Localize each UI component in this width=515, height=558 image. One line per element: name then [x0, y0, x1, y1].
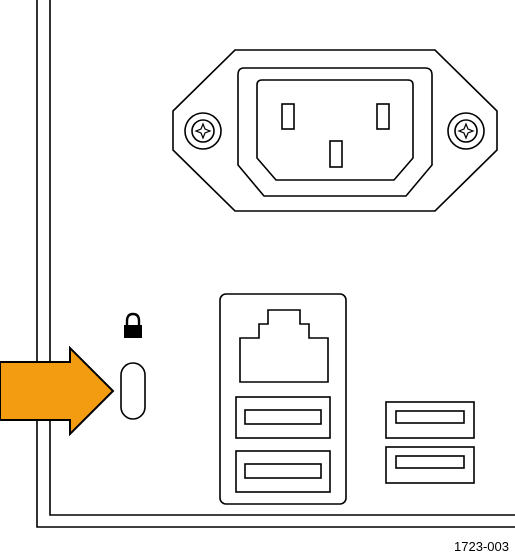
- usb-port[interactable]: [235, 396, 331, 439]
- usb-port[interactable]: [385, 401, 475, 439]
- usb-port[interactable]: [235, 450, 331, 493]
- security-lock-slot[interactable]: [120, 362, 146, 420]
- inner-panel-edge: [49, 0, 515, 516]
- io-port-block: [219, 293, 347, 505]
- star-screw-icon: [184, 112, 222, 150]
- power-pin-right: [376, 103, 390, 130]
- ac-power-inlet: [172, 49, 498, 212]
- callout-arrow: [0, 345, 115, 437]
- power-inlet-socket-outer: [237, 67, 433, 197]
- power-pin-ground: [329, 140, 343, 168]
- ethernet-port[interactable]: [239, 309, 329, 383]
- star-screw-icon: [447, 112, 485, 150]
- lock-icon: [124, 312, 142, 338]
- usb-port[interactable]: [385, 446, 475, 484]
- power-pin-left: [281, 103, 295, 130]
- figure-id-label: 1723-003: [454, 539, 509, 554]
- power-inlet-socket-inner: [256, 79, 414, 181]
- power-inlet-flange: [172, 49, 498, 212]
- usb-port-pair: [385, 401, 475, 484]
- outer-panel-edge: [36, 0, 515, 528]
- io-block-outline: [219, 293, 347, 505]
